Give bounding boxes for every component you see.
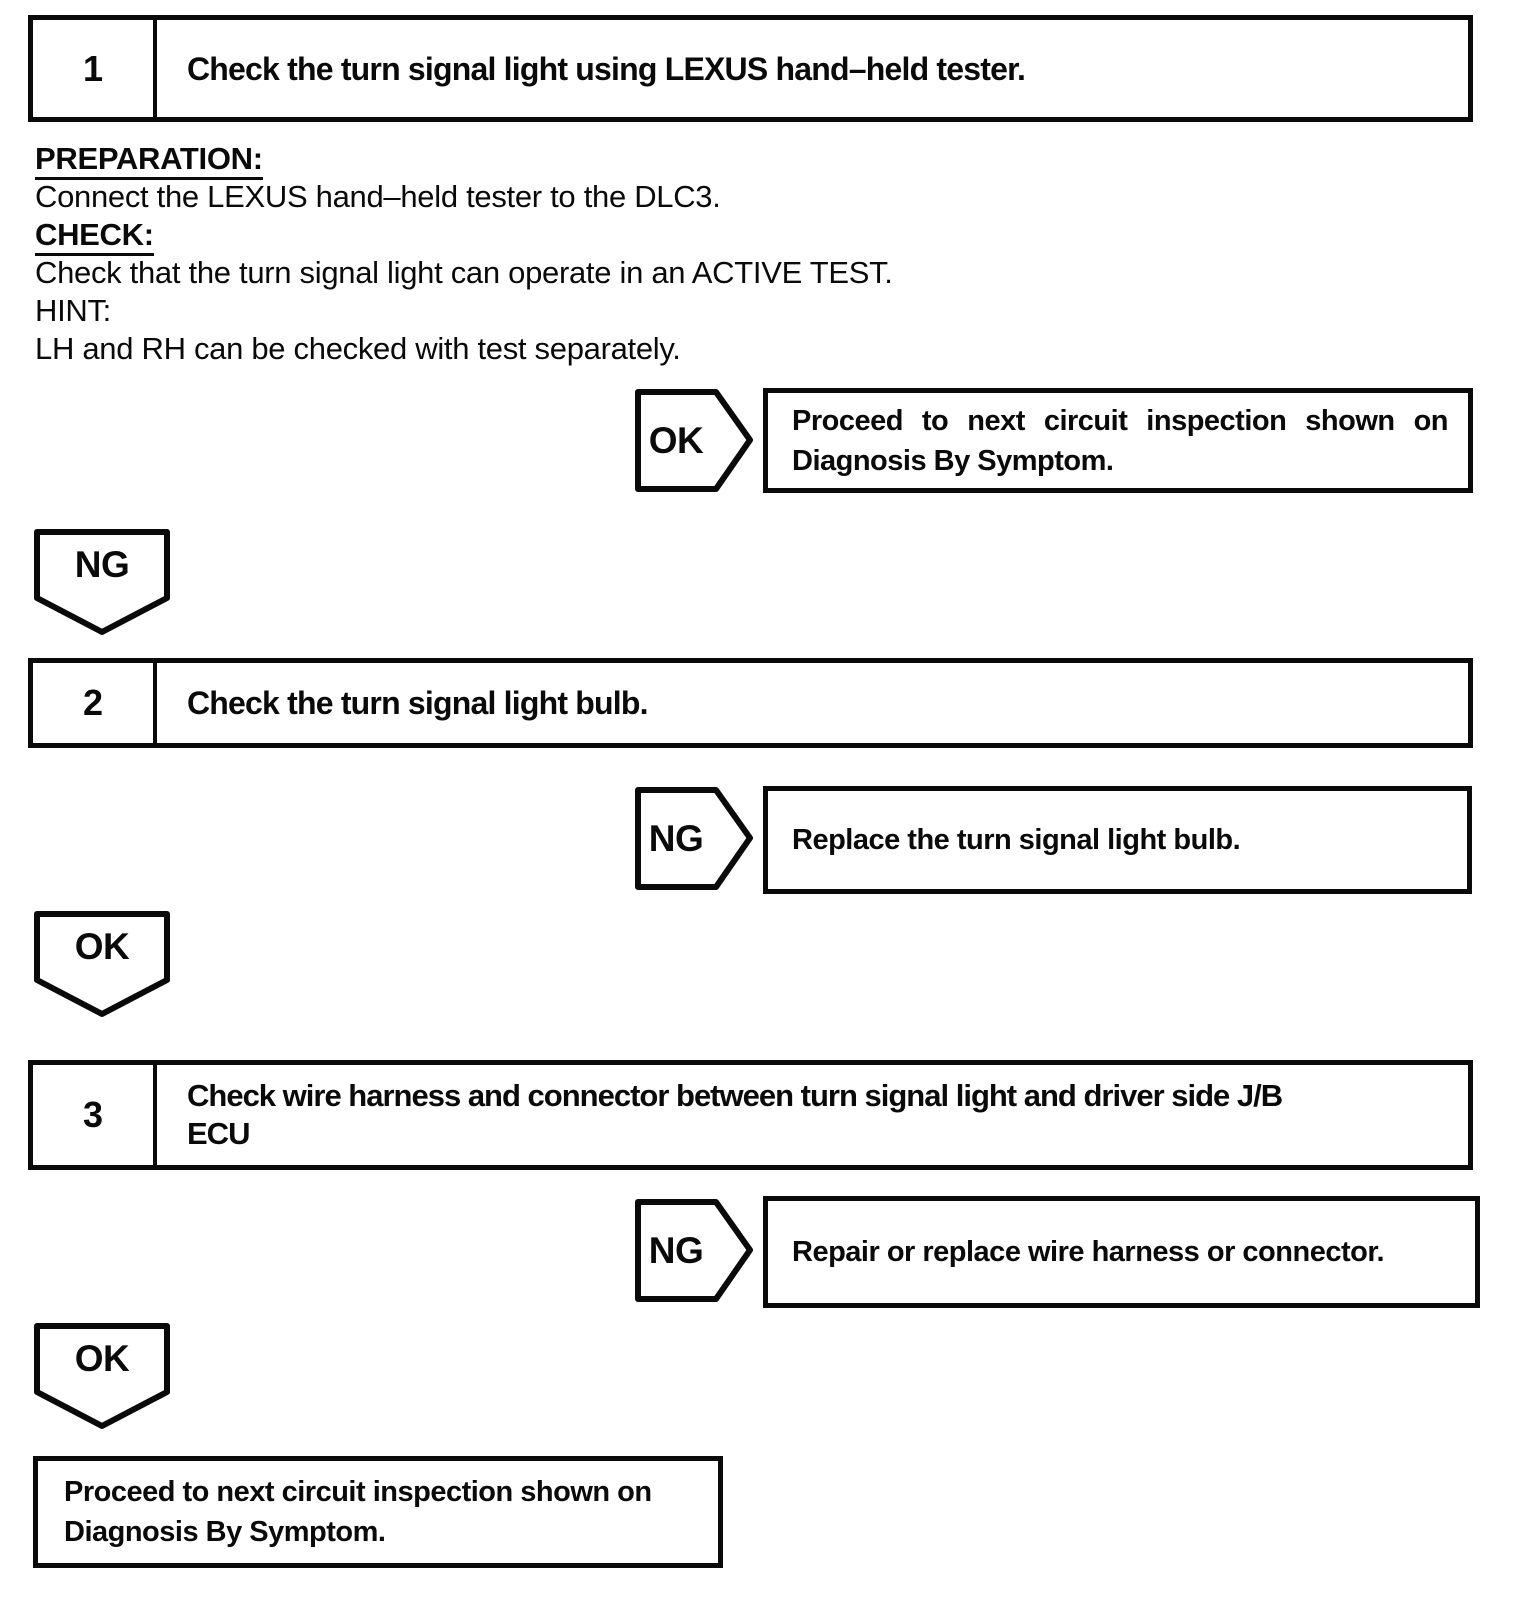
ng-pointer-right-icon: NG — [634, 1198, 754, 1303]
step-2-box: 2 Check the turn signal light bulb. — [28, 658, 1473, 748]
ok-pointer-right-icon: OK — [634, 388, 754, 493]
ng-pointer-right-icon: NG — [634, 786, 754, 891]
arrow-right-shape — [635, 389, 753, 492]
arrow-down-shape — [34, 529, 170, 635]
check-heading: CHECK: — [35, 216, 1135, 256]
check-text: Check that the turn signal light can ope… — [35, 255, 893, 290]
ok-pointer-down-icon: OK — [33, 1322, 171, 1430]
ok-pointer-label: OK — [648, 419, 704, 461]
ok-pointer-down-icon: OK — [33, 910, 171, 1018]
ng-pointer-label: NG — [74, 544, 130, 585]
result-1-line-2: Diagnosis By Symptom. — [792, 444, 1114, 477]
step-1-title-text: Check the turn signal light using LEXUS … — [187, 50, 1026, 87]
step-3-number: 3 — [33, 1065, 157, 1165]
ng-pointer-down-icon: NG — [33, 528, 171, 636]
arrow-down-shape — [34, 1323, 170, 1429]
step-3-title-line-2: ECU — [187, 1116, 250, 1151]
step-2-title-text: Check the turn signal light bulb. — [187, 685, 649, 721]
preparation-heading-text: PREPARATION: — [35, 141, 263, 180]
step-3-title: Check wire harness and connector between… — [157, 1065, 1468, 1165]
result-1-box: Proceed to next circuit inspection shown… — [763, 388, 1473, 493]
result-2-text: Replace the turn signal light bulb. — [792, 824, 1241, 856]
result-2-box: Replace the turn signal light bulb. — [763, 786, 1472, 894]
step-1-box: 1 Check the turn signal light using LEXU… — [28, 15, 1473, 122]
result-1-line-1: Proceed to next circuit inspection shown… — [792, 404, 1449, 437]
step-1-title: Check the turn signal light using LEXUS … — [157, 20, 1468, 117]
ng-pointer-label: NG — [648, 1229, 704, 1271]
step-3-title-line-1: Check wire harness and connector between… — [187, 1078, 1283, 1113]
preparation-heading: PREPARATION: — [35, 140, 1135, 180]
hint-text: LH and RH can be checked with test separ… — [35, 331, 681, 366]
arrow-down-shape — [34, 911, 170, 1017]
hint-heading: HINT: — [35, 293, 112, 328]
step-3-box: 3 Check wire harness and connector betwe… — [28, 1060, 1473, 1170]
ok-pointer-label: OK — [74, 926, 130, 967]
step-2-number: 2 — [33, 663, 157, 743]
preparation-text: Connect the LEXUS hand–held tester to th… — [35, 179, 721, 214]
arrow-right-shape — [635, 1199, 753, 1302]
result-3-box: Repair or replace wire harness or connec… — [763, 1196, 1480, 1308]
final-result-box: Proceed to next circuit inspection shown… — [33, 1456, 723, 1568]
check-heading-text: CHECK: — [35, 217, 154, 256]
arrow-right-shape — [635, 787, 753, 890]
notes-block: PREPARATION: Connect the LEXUS hand–held… — [35, 140, 1135, 368]
result-3-text: Repair or replace wire harness or connec… — [792, 1236, 1385, 1268]
final-line-2: Diagnosis By Symptom. — [64, 1516, 386, 1548]
step-1-number: 1 — [33, 20, 157, 117]
step-2-title: Check the turn signal light bulb. — [157, 663, 1468, 743]
ok-pointer-label: OK — [74, 1338, 130, 1379]
final-line-1: Proceed to next circuit inspection shown… — [64, 1476, 652, 1508]
ng-pointer-label: NG — [648, 817, 704, 859]
